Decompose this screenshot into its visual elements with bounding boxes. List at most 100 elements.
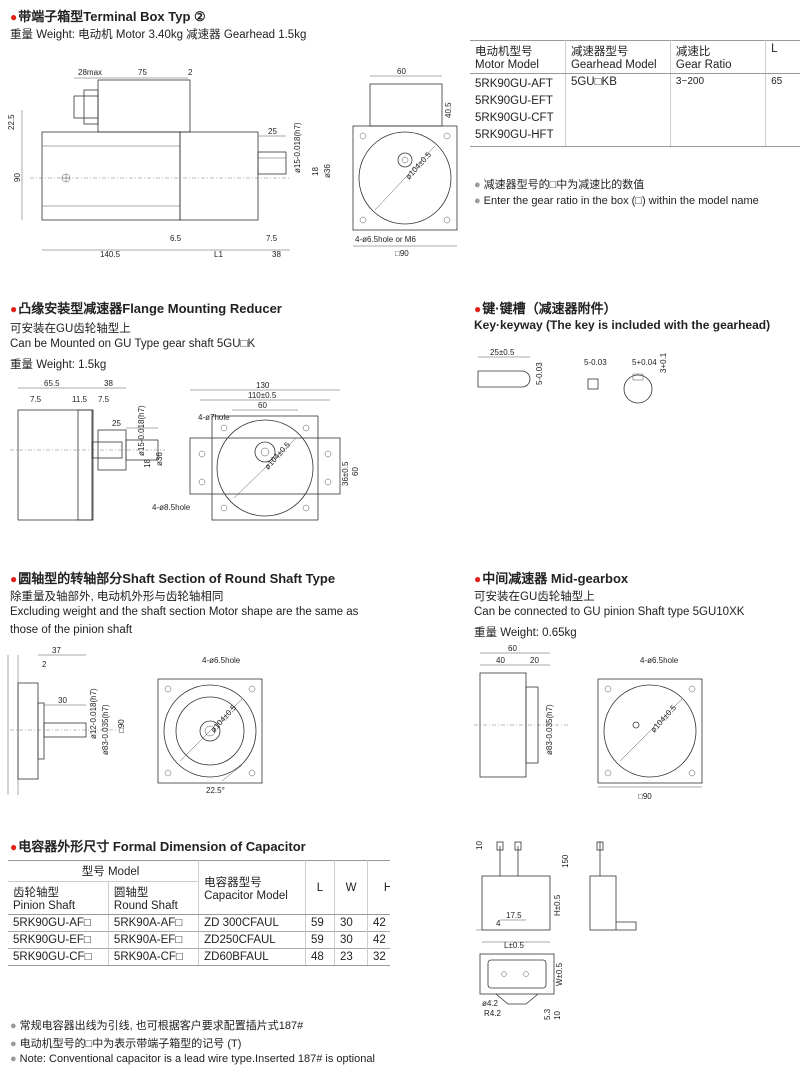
header-w: W	[334, 860, 368, 915]
svg-text:5.3: 5.3	[543, 1008, 552, 1020]
svg-text:□90: □90	[395, 249, 409, 258]
svg-text:18: 18	[311, 167, 320, 176]
svg-text:L±0.5: L±0.5	[504, 941, 525, 950]
svg-text:L1: L1	[214, 250, 223, 259]
svg-text:7.5: 7.5	[98, 395, 110, 404]
svg-text:36±0.5: 36±0.5	[341, 461, 350, 486]
svg-text:R4.2: R4.2	[484, 1009, 501, 1018]
svg-text:25: 25	[112, 419, 121, 428]
svg-text:ø4.2: ø4.2	[482, 999, 499, 1008]
header-gearhead-en: Gearhead Model	[570, 59, 657, 71]
svg-text:150: 150	[561, 854, 570, 868]
svg-text:5-0.03: 5-0.03	[535, 362, 544, 385]
svg-text:6.5: 6.5	[170, 234, 182, 243]
svg-text:60: 60	[397, 67, 406, 76]
round-shaft-line-1: 除重量及轴部外, 电动机外形与齿轮轴相同	[10, 591, 224, 603]
svg-text:ø83-0.035(h7): ø83-0.035(h7)	[101, 704, 110, 755]
svg-text:40: 40	[496, 656, 505, 665]
mid-gearbox-front-drawing: 4-ø6.5hole ø104±0.5 □90	[597, 656, 703, 801]
svg-text:ø36: ø36	[323, 164, 332, 178]
svg-text:2: 2	[42, 660, 47, 669]
header-l: L	[305, 860, 335, 915]
svg-text:90: 90	[13, 173, 22, 182]
flange-side-drawing: 65.5 38 7.5 11.5 7.5 25 ø15-0.018(h7) 18…	[10, 379, 165, 521]
header-h: H	[367, 860, 390, 915]
header-gearhead-cn: 减速器型号	[570, 46, 629, 58]
svg-text:7.5: 7.5	[266, 234, 278, 243]
bullet-icon: ●	[10, 10, 18, 24]
capacitor-note-1: ●常规电容器出线为引线, 也可根据客户要求配置插片式187#	[10, 1020, 304, 1032]
svg-text:38: 38	[104, 379, 113, 388]
svg-text:22.5: 22.5	[7, 114, 16, 130]
l-value: 65	[765, 73, 800, 147]
svg-text:60: 60	[508, 644, 517, 653]
motor-model: 5RK90GU-HFT	[475, 129, 554, 141]
svg-text:5+0.04: 5+0.04	[632, 358, 657, 367]
svg-text:ø104±0.5: ø104±0.5	[649, 703, 679, 735]
svg-text:2: 2	[188, 68, 193, 77]
section-title-terminal-box: ●带端子箱型Terminal Box Typ ②	[10, 9, 206, 24]
flange-weight: 重量 Weight: 1.5kg	[10, 359, 107, 371]
capacitor-note-2: ●电动机型号的□中为表示带端子箱型的记号 (T)	[10, 1038, 242, 1050]
flange-front-drawing: 130 110±0.5 60 4-ø7hole ø104±0.5 36±0.5 …	[152, 381, 360, 521]
round-shaft-line-2: Excluding weight and the shaft section M…	[10, 606, 359, 618]
bullet-icon: ●	[474, 572, 482, 586]
svg-text:25: 25	[268, 127, 277, 136]
svg-text:5-0.03: 5-0.03	[584, 358, 607, 367]
svg-text:40.5: 40.5	[444, 102, 453, 118]
header-pinion-cn: 齿轮轴型	[13, 887, 59, 899]
round-shaft-front-drawing: 4-ø6.5hole ø104±0.5 22.5°	[157, 656, 263, 795]
round-shaft-line-3: those of the pinion shaft	[10, 624, 133, 636]
note-gear-ratio-en: ●Enter the gear ratio in the box (□) wit…	[474, 195, 759, 207]
svg-text:65.5: 65.5	[44, 379, 60, 388]
svg-text:ø104±0.5: ø104±0.5	[209, 703, 239, 735]
header-capacitor-cn: 电容器型号	[204, 876, 262, 889]
svg-text:60: 60	[351, 467, 360, 476]
section-title-key: ●键·键槽（减速器附件）	[474, 301, 617, 316]
note-gear-ratio-cn: ●减速器型号的□中为减速比的数值	[474, 179, 645, 191]
svg-text:4-ø6.5hole or M6: 4-ø6.5hole or M6	[355, 235, 416, 244]
svg-text:ø15-0.018(h7): ø15-0.018(h7)	[293, 122, 302, 173]
header-round-en: Round Shaft	[113, 900, 178, 912]
header-model: 型号 Model	[8, 860, 200, 882]
svg-text:□90: □90	[638, 792, 652, 801]
svg-text:4: 4	[496, 919, 501, 928]
capacitor-note-3: ●Note: Conventional capacitor is a lead …	[10, 1053, 375, 1065]
capacitor-drawing: 10 150 4 17.5 H±0.5 L±0.5 W±0.5 ø4.2 R4.…	[475, 841, 637, 1020]
header-motor-model-en: Motor Model	[475, 59, 539, 71]
svg-text:37: 37	[52, 646, 61, 655]
svg-text:H±0.5: H±0.5	[553, 894, 562, 916]
gearhead-model: 5GU□KB	[565, 73, 671, 147]
table-row: 5RK90GU-CF□ 5RK90A-CF□ ZD60BFAUL 48 23 3…	[8, 948, 390, 966]
svg-text:10: 10	[475, 841, 484, 850]
svg-text:4-ø8.5hole: 4-ø8.5hole	[152, 503, 191, 512]
motor-model: 5RK90GU-EFT	[475, 95, 553, 107]
table-row: 5RK90GU-EF□ 5RK90A-EF□ ZD250CFAUL 59 30 …	[8, 931, 390, 949]
motor-model: 5RK90GU-AFT	[475, 78, 553, 90]
svg-text:W±0.5: W±0.5	[555, 962, 564, 986]
svg-text:20: 20	[530, 656, 539, 665]
key-drawing: 25±0.5 5-0.03 5-0.03 5+0.04 3+0.1	[477, 348, 668, 404]
key-subtitle: Key·keyway (The key is included with the…	[474, 318, 771, 332]
svg-text:4-ø6.5hole: 4-ø6.5hole	[640, 656, 679, 665]
svg-text:7.5: 7.5	[30, 395, 42, 404]
svg-text:4-ø7hole: 4-ø7hole	[198, 413, 230, 422]
svg-text:11.5: 11.5	[72, 395, 88, 404]
table-row: 5RK90GU-AF□ 5RK90A-AF□ ZD 300CFAUL 59 30…	[8, 914, 390, 932]
svg-text:140.5: 140.5	[100, 250, 121, 259]
header-ratio-en: Gear Ratio	[675, 59, 732, 71]
bullet-icon: ●	[10, 302, 18, 316]
svg-text:ø83-0.035(h7): ø83-0.035(h7)	[545, 704, 554, 755]
header-ratio-cn: 减速比	[675, 46, 711, 58]
svg-text:38: 38	[272, 250, 281, 259]
svg-text:ø15-0.018(h7): ø15-0.018(h7)	[137, 405, 146, 456]
section-title-flange: ●凸缘安装型减速器Flange Mounting Reducer	[10, 301, 282, 316]
header-capacitor-en: Capacitor Model	[204, 889, 288, 902]
gear-ratio: 3~200	[670, 73, 767, 147]
terminal-box-front-drawing: 60 40.5 ø104±0.5 4-ø6.5hole or M6 □90	[352, 67, 458, 258]
header-round-cn: 圆轴型	[113, 887, 149, 899]
flange-line-2: Can be Mounted on GU Type gear shaft 5GU…	[10, 338, 256, 350]
mid-gearbox-side-drawing: 60 40 20 ø83-0.035(h7)	[474, 644, 570, 778]
